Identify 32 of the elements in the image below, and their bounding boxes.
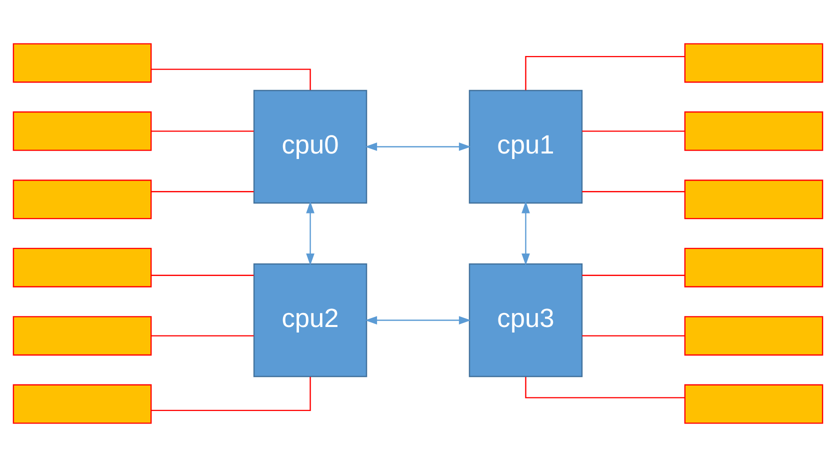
- connector: [151, 68, 311, 90]
- connector: [151, 335, 254, 336]
- connector: [582, 274, 685, 276]
- node-box: [12, 384, 152, 424]
- node-box: [12, 180, 152, 220]
- connector: [582, 130, 685, 132]
- connector: [582, 191, 685, 192]
- connector: [151, 376, 311, 412]
- connector: [151, 274, 254, 276]
- node-box: [684, 384, 824, 424]
- connector: [151, 130, 254, 132]
- node-box: cpu1: [468, 90, 583, 204]
- node-box: cpu3: [468, 263, 583, 378]
- arrow: [306, 201, 314, 266]
- node-box: [684, 248, 824, 288]
- connector: [525, 56, 685, 90]
- connector: [525, 376, 685, 398]
- node-box: [684, 111, 824, 151]
- connector: [151, 191, 254, 192]
- connector: [582, 335, 685, 336]
- node-box: [12, 316, 152, 356]
- arrow: [365, 142, 471, 151]
- arrow: [365, 316, 471, 324]
- node-box: [684, 316, 824, 356]
- node-box: cpu0: [253, 90, 368, 204]
- node-box: [12, 111, 152, 151]
- arrow: [522, 201, 530, 266]
- node-box: cpu2: [253, 263, 368, 378]
- node-box: [12, 248, 152, 288]
- node-box: [684, 180, 824, 220]
- node-box: [12, 43, 152, 83]
- node-box: [684, 43, 824, 83]
